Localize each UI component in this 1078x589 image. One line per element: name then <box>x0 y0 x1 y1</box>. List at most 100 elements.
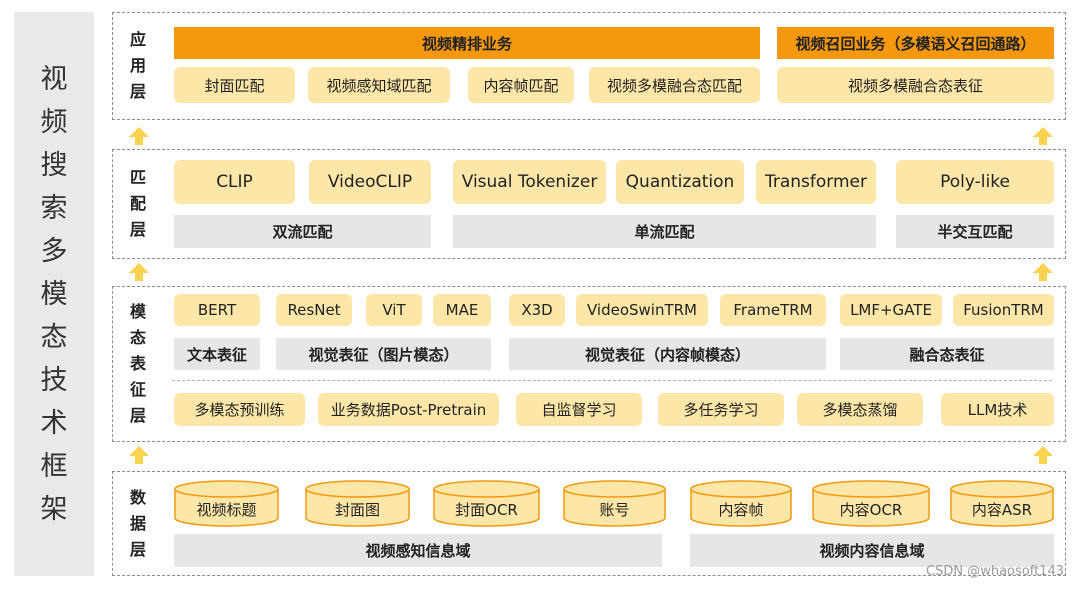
data-layer <box>112 471 1066 576</box>
up-arrow-icon <box>129 446 149 464</box>
layer-label-char: 态 <box>129 328 146 347</box>
up-arrow-icon <box>129 263 149 281</box>
database-content-ocr: 内容OCR <box>812 480 930 527</box>
framework-title: 视 频 搜 索 多 模 态 技 术 框 架 <box>14 12 94 576</box>
up-arrow-icon <box>1033 127 1053 145</box>
layer-label-char: 模 <box>129 302 146 321</box>
title-char: 频 <box>40 106 68 138</box>
application-layer <box>112 12 1066 120</box>
image-representation-group: 视觉表征（图片模态） <box>276 338 491 370</box>
representation-layer-label: 模 态 表 征 层 <box>124 286 152 442</box>
database-icon <box>174 480 279 527</box>
title-char: 模 <box>40 278 68 310</box>
database-cover-ocr: 封面OCR <box>433 480 540 527</box>
watermark: CSDN @whaosoft143 <box>926 564 1064 579</box>
data-layer-label: 数 据 层 <box>124 471 152 576</box>
frame-representation-group: 视觉表征（内容帧模态） <box>509 338 826 370</box>
frame-matching-box: 内容帧匹配 <box>468 67 574 103</box>
perception-matching-box: 视频感知域匹配 <box>308 67 450 103</box>
post-pretrain-box: 业务数据Post-Pretrain <box>318 393 499 426</box>
representation-layer <box>112 286 1066 442</box>
title-char: 技 <box>40 364 68 396</box>
title-char: 术 <box>40 407 68 439</box>
recall-business-bar: 视频召回业务（多模语义召回通路） <box>777 27 1054 59</box>
single-stream-group: 单流匹配 <box>453 215 876 248</box>
title-char: 架 <box>40 493 68 525</box>
layer-label-char: 征 <box>129 380 146 399</box>
up-arrow-icon <box>129 127 149 145</box>
database-label: 封面图 <box>334 501 380 519</box>
title-char: 视 <box>40 63 68 95</box>
quantization-box: Quantization <box>616 160 744 204</box>
llm-box: LLM技术 <box>941 393 1054 426</box>
multimodal-pretraining-box: 多模态预训练 <box>174 393 305 426</box>
database-label: 内容OCR <box>839 501 903 519</box>
database-content-asr: 内容ASR <box>950 480 1054 527</box>
up-arrow-icon <box>1033 263 1053 281</box>
layer-label-char: 配 <box>129 194 146 213</box>
self-supervised-box: 自监督学习 <box>516 393 642 426</box>
application-layer-label: 应 用 层 <box>124 12 152 120</box>
database-content-frame: 内容帧 <box>690 480 792 527</box>
database-icon <box>812 480 930 527</box>
lmf-gate-box: LMF+GATE <box>840 294 942 326</box>
mae-box: MAE <box>433 294 491 326</box>
title-char: 态 <box>40 321 68 353</box>
database-label: 内容ASR <box>971 501 1033 519</box>
content-info-domain: 视频内容信息域 <box>690 534 1054 567</box>
database-icon <box>305 480 410 527</box>
videoclip-box: VideoCLIP <box>309 160 431 204</box>
layer-label-char: 数 <box>129 487 146 507</box>
matching-layer <box>112 149 1066 259</box>
title-char: 搜 <box>40 149 68 181</box>
vit-box: ViT <box>366 294 422 326</box>
layer-label-char: 层 <box>129 220 146 239</box>
title-char: 索 <box>40 192 68 224</box>
matching-layer-label: 匹 配 层 <box>124 149 152 259</box>
title-char: 多 <box>40 235 68 267</box>
divider <box>172 380 1052 381</box>
semi-interaction-group: 半交互匹配 <box>896 215 1054 248</box>
layer-label-char: 层 <box>129 406 146 425</box>
visual-tokenizer-box: Visual Tokenizer <box>453 160 606 204</box>
clip-box: CLIP <box>174 160 295 204</box>
layer-label-char: 应 <box>129 30 146 49</box>
database-label: 封面OCR <box>455 501 518 519</box>
database-cover-image: 封面图 <box>305 480 410 527</box>
poly-like-box: Poly-like <box>896 160 1054 204</box>
database-icon <box>950 480 1054 527</box>
database-account: 账号 <box>563 480 666 527</box>
database-label: 内容帧 <box>718 501 764 519</box>
ranking-business-bar: 视频精排业务 <box>174 27 760 59</box>
up-arrow-icon <box>1033 446 1053 464</box>
database-label: 视频标题 <box>196 501 257 519</box>
database-label: 账号 <box>599 501 630 519</box>
layer-label-char: 表 <box>129 354 146 373</box>
fusiontrm-box: FusionTRM <box>953 294 1054 326</box>
fusion-matching-box: 视频多模融合态匹配 <box>589 67 760 103</box>
database-icon <box>433 480 540 527</box>
cover-matching-box: 封面匹配 <box>174 67 295 103</box>
perception-info-domain: 视频感知信息域 <box>174 534 662 567</box>
text-representation-group: 文本表征 <box>174 338 260 370</box>
videoswintrm-box: VideoSwinTRM <box>576 294 708 326</box>
resnet-box: ResNet <box>276 294 352 326</box>
database-icon <box>563 480 666 527</box>
layer-label-char: 用 <box>129 56 146 75</box>
fusion-representation-group: 融合态表征 <box>840 338 1054 370</box>
multitask-box: 多任务学习 <box>658 393 784 426</box>
fusion-representation-box: 视频多模融合态表征 <box>777 67 1054 103</box>
bert-box: BERT <box>174 294 260 326</box>
transformer-box: Transformer <box>756 160 876 204</box>
frametrm-box: FrameTRM <box>720 294 826 326</box>
layer-label-char: 匹 <box>129 168 146 187</box>
database-video-title: 视频标题 <box>174 480 279 527</box>
database-icon <box>690 480 792 527</box>
dual-stream-group: 双流匹配 <box>174 215 431 248</box>
title-char: 框 <box>40 450 68 482</box>
distillation-box: 多模态蒸馏 <box>797 393 923 426</box>
layer-label-char: 层 <box>129 539 146 559</box>
layer-label-char: 据 <box>129 513 146 533</box>
x3d-box: X3D <box>509 294 565 326</box>
layer-label-char: 层 <box>129 82 146 101</box>
